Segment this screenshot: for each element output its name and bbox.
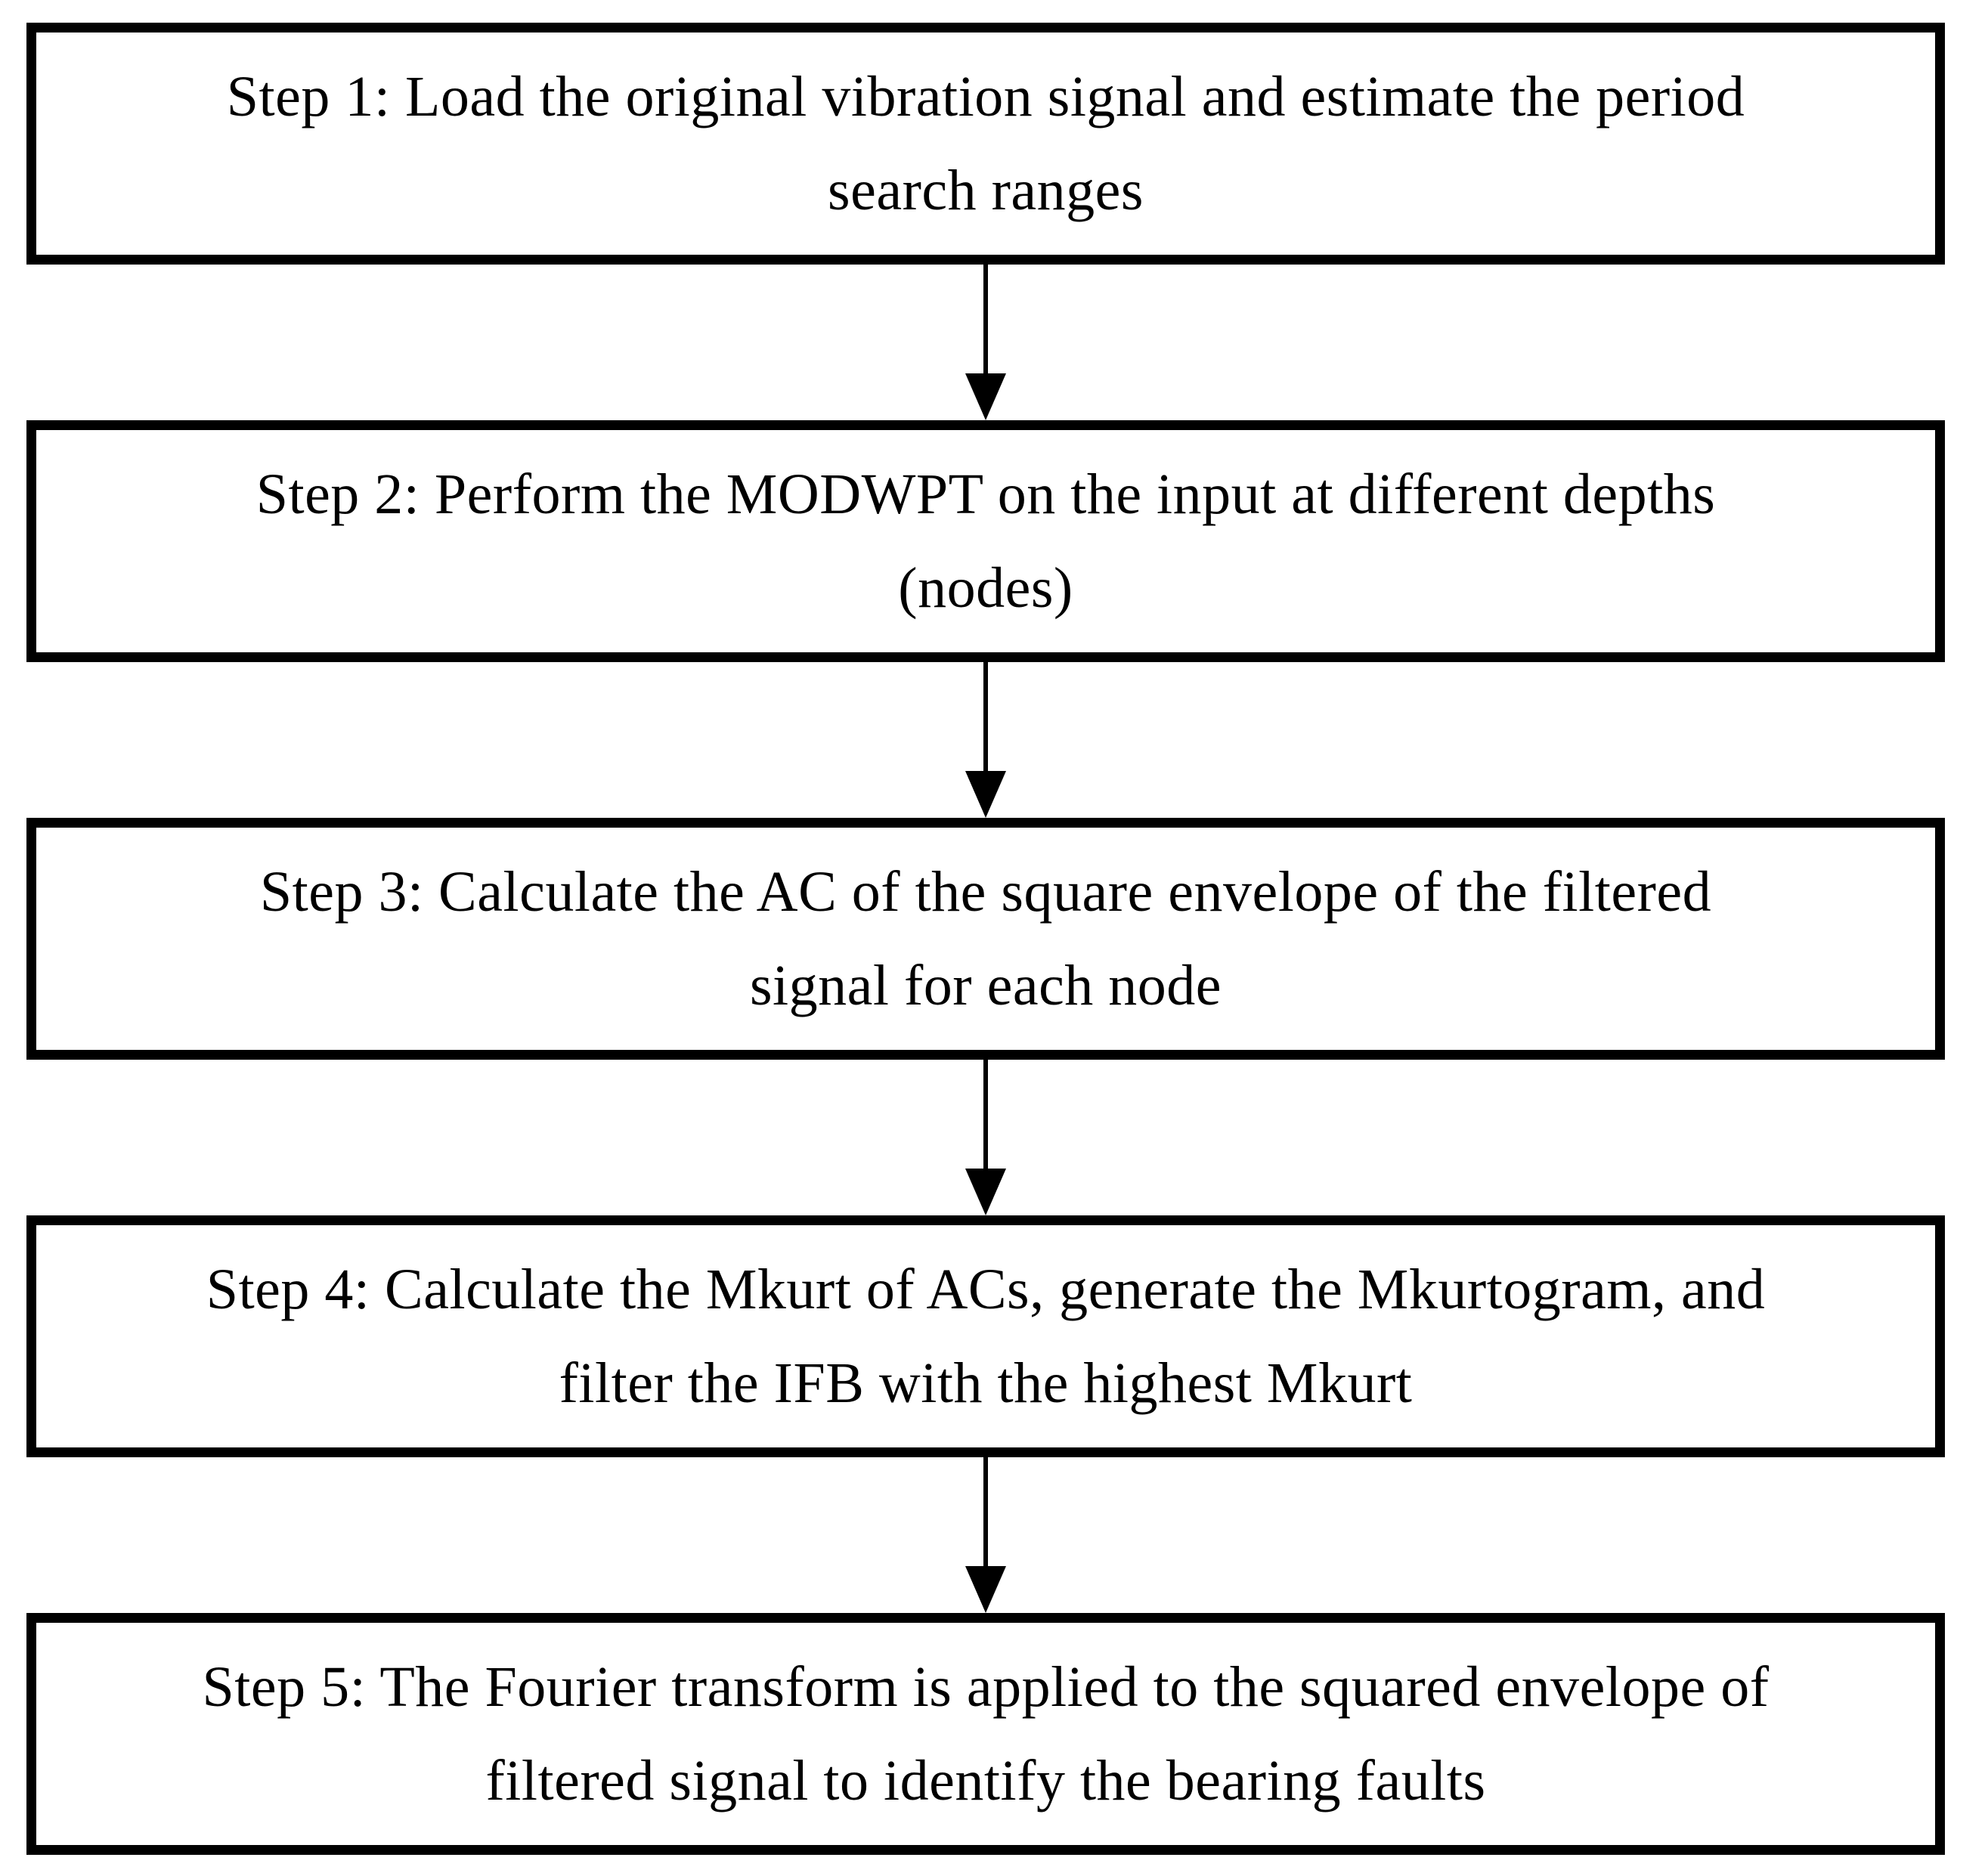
arrow-shaft bbox=[983, 662, 988, 772]
step-2-box: Step 2: Perform the MODWPT on the input … bbox=[26, 420, 1945, 662]
arrow-head-icon bbox=[965, 771, 1006, 818]
arrow-shaft bbox=[983, 265, 988, 375]
arrow-down-2-to-3 bbox=[26, 662, 1945, 818]
arrow-down-3-to-4 bbox=[26, 1060, 1945, 1215]
step-3-text-line-2: signal for each node bbox=[749, 954, 1222, 1017]
step-5-text-line-1: Step 5: The Fourier transform is applied… bbox=[202, 1655, 1770, 1719]
arrow-head-icon bbox=[965, 373, 1006, 420]
step-2-text-line-1: Step 2: Perform the MODWPT on the input … bbox=[255, 463, 1716, 526]
flowchart: Step 1: Load the original vibration sign… bbox=[26, 23, 1945, 1855]
step-1-text-line-1: Step 1: Load the original vibration sign… bbox=[226, 65, 1745, 128]
arrow-shaft bbox=[983, 1457, 988, 1568]
step-1-box: Step 1: Load the original vibration sign… bbox=[26, 23, 1945, 265]
step-1-text-line-2: search ranges bbox=[828, 159, 1144, 222]
step-3-box: Step 3: Calculate the AC of the square e… bbox=[26, 818, 1945, 1060]
step-4-text-line-1: Step 4: Calculate the Mkurt of ACs, gene… bbox=[206, 1258, 1766, 1321]
step-3-text-line-1: Step 3: Calculate the AC of the square e… bbox=[259, 860, 1712, 924]
step-4-text-line-2: filter the IFB with the highest Mkurt bbox=[559, 1351, 1413, 1415]
arrow-down-4-to-5 bbox=[26, 1457, 1945, 1613]
arrow-shaft bbox=[983, 1060, 988, 1170]
arrow-head-icon bbox=[965, 1566, 1006, 1613]
step-5-text-line-2: filtered signal to identify the bearing … bbox=[485, 1749, 1486, 1813]
step-2-text-line-2: (nodes) bbox=[898, 556, 1073, 620]
step-5-box: Step 5: The Fourier transform is applied… bbox=[26, 1613, 1945, 1855]
arrow-down-1-to-2 bbox=[26, 265, 1945, 420]
arrow-head-icon bbox=[965, 1169, 1006, 1215]
step-4-box: Step 4: Calculate the Mkurt of ACs, gene… bbox=[26, 1215, 1945, 1457]
